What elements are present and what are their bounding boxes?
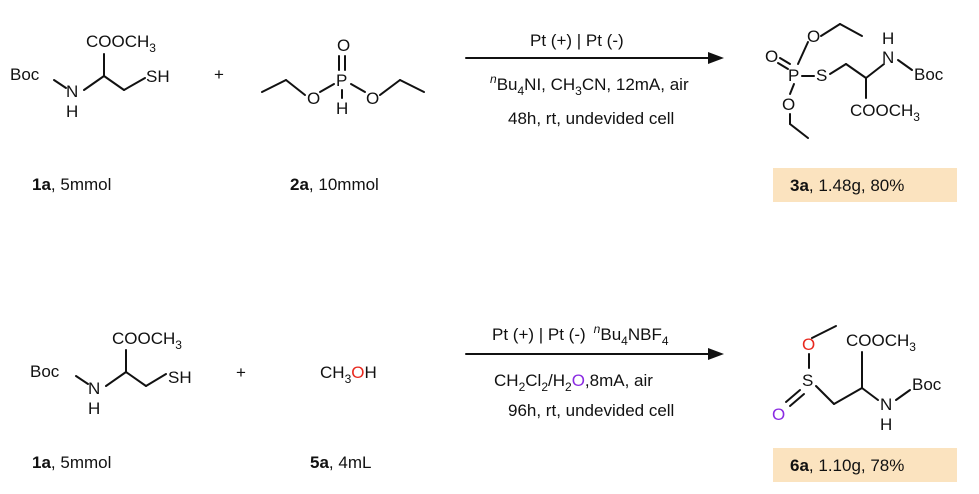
arrow-head — [708, 52, 724, 64]
product-6a-yield: 6a, 1.10g, 78% — [790, 456, 904, 475]
bond — [797, 41, 809, 65]
bond — [350, 83, 366, 93]
reactant-1a-structure: COOCH3 Boc N H SH — [10, 32, 170, 121]
bond — [83, 75, 105, 91]
oxygen-label: O — [307, 89, 320, 108]
bond — [789, 83, 795, 95]
bond — [785, 389, 801, 403]
bond — [779, 57, 791, 65]
oxygen-label: O — [782, 95, 795, 114]
bond — [399, 79, 425, 93]
hydrogen-label: H — [336, 99, 348, 118]
bond — [897, 59, 913, 71]
bond — [815, 385, 835, 405]
reactant-2a-structure: O P H O O — [261, 36, 425, 118]
hydrogen-label: H — [882, 29, 894, 48]
boc-label: Boc — [914, 65, 944, 84]
phosphorus-label: P — [788, 66, 799, 85]
arrow-head — [708, 348, 724, 360]
hydrogen-label: H — [66, 102, 78, 121]
thiol-label: SH — [168, 368, 192, 387]
plus-sign: + — [236, 363, 246, 382]
conditions-line-3: 48h, rt, undevided cell — [508, 109, 674, 128]
reactant-1a-structure: COOCH3 Boc N H SH — [30, 329, 192, 418]
phosphorus-label: P — [336, 71, 347, 90]
bond — [865, 63, 885, 79]
oxygen-label: O — [366, 89, 379, 108]
hydrogen-label: H — [88, 399, 100, 418]
yield-highlight-box — [773, 168, 957, 202]
bond — [839, 23, 863, 37]
conditions-line-2: CH2Cl2/H2O,8mA, air — [494, 371, 653, 394]
conditions-line-3: 96h, rt, undevided cell — [508, 401, 674, 420]
bond — [285, 79, 306, 96]
bond — [103, 75, 125, 91]
bond — [125, 371, 147, 387]
bond — [105, 371, 127, 387]
conditions-line-1: Pt (+) | Pt (-)nBu4NBF4 — [492, 322, 669, 348]
scheme-2: COOCH3 Boc N H SH 1a, 5mmol + CH3OH 5a, … — [30, 322, 957, 482]
compound-1a-caption: 1a, 5mmol — [32, 453, 111, 472]
plus-sign: + — [214, 65, 224, 84]
bond — [833, 387, 863, 405]
oxygen-label: O — [807, 27, 820, 46]
bond — [811, 325, 837, 339]
bond — [895, 389, 911, 401]
ester-label: COOCH3 — [850, 101, 920, 124]
bond — [261, 79, 287, 93]
oxygen-label: O — [337, 36, 350, 55]
bond — [319, 83, 335, 93]
nitrogen-label: N — [66, 82, 78, 101]
bond — [379, 79, 401, 96]
compound-2a-caption: 2a, 10mmol — [290, 175, 379, 194]
product-6a-structure: O S O COOCH3 N H Boc — [772, 325, 942, 434]
bond — [789, 393, 805, 407]
sulfur-label: S — [802, 371, 813, 390]
bond — [145, 373, 167, 387]
compound-1a-caption: 1a, 5mmol — [32, 175, 111, 194]
hydrogen-label: H — [880, 415, 892, 434]
compound-5a-caption: 5a, 4mL — [310, 453, 371, 472]
boc-label: Boc — [912, 375, 942, 394]
bond — [789, 123, 809, 139]
bond — [123, 77, 146, 91]
boc-label: Boc — [30, 362, 60, 381]
bond — [845, 63, 867, 79]
ester-label: COOCH3 — [846, 331, 916, 354]
bond — [53, 79, 67, 89]
methanol-formula: CH3OH — [320, 363, 377, 386]
nitrogen-label: N — [880, 395, 892, 414]
oxygen-label: O — [802, 335, 815, 354]
bond — [861, 387, 879, 401]
conditions-line-2: nBu4NI, CH3CN, 12mA, air — [490, 72, 689, 98]
bond — [820, 23, 841, 37]
ester-label: COOCH3 — [112, 329, 182, 352]
nitrogen-label: N — [882, 48, 894, 67]
bond — [829, 63, 847, 75]
ester-label: COOCH3 — [86, 32, 156, 55]
oxygen-label: O — [772, 405, 785, 424]
bond — [75, 375, 89, 385]
nitrogen-label: N — [88, 379, 100, 398]
boc-label: Boc — [10, 65, 40, 84]
product-3a-structure: O P O O S H N Boc COOCH3 — [765, 23, 944, 139]
bond — [777, 62, 789, 70]
conditions-line-1: Pt (+) | Pt (-) — [530, 31, 624, 50]
yield-highlight-box — [773, 448, 957, 482]
thiol-label: SH — [146, 67, 170, 86]
scheme-1: COOCH3 Boc N H SH 1a, 5mmol + O P H O — [10, 23, 957, 202]
sulfur-label: S — [816, 66, 827, 85]
product-3a-yield: 3a, 1.48g, 80% — [790, 176, 904, 195]
oxygen-label: O — [765, 47, 778, 66]
